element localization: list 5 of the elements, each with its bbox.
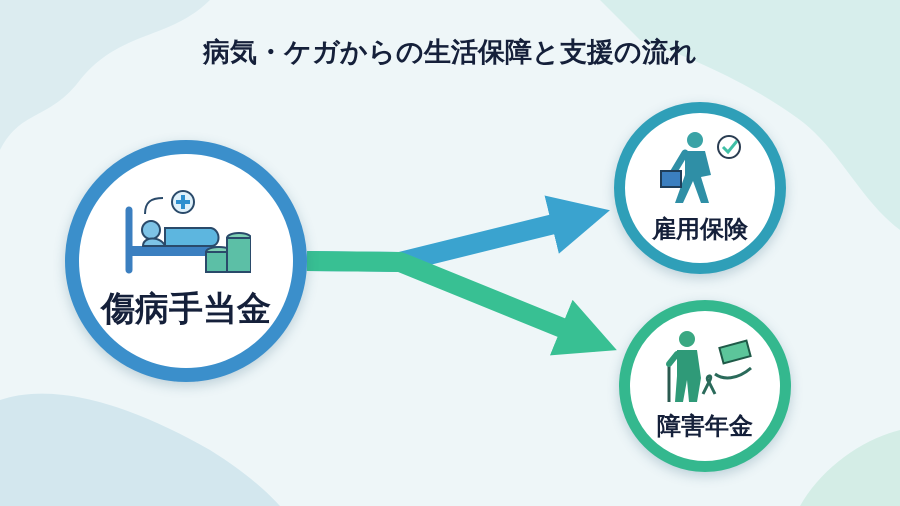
arrow [306, 251, 617, 356]
node-label: 障害年金 [657, 411, 753, 442]
title: 病気・ケガからの生活保障と支援の流れ [202, 36, 698, 70]
node-label: 傷病手当金 [101, 288, 271, 331]
node-label: 雇用保険 [652, 214, 748, 245]
